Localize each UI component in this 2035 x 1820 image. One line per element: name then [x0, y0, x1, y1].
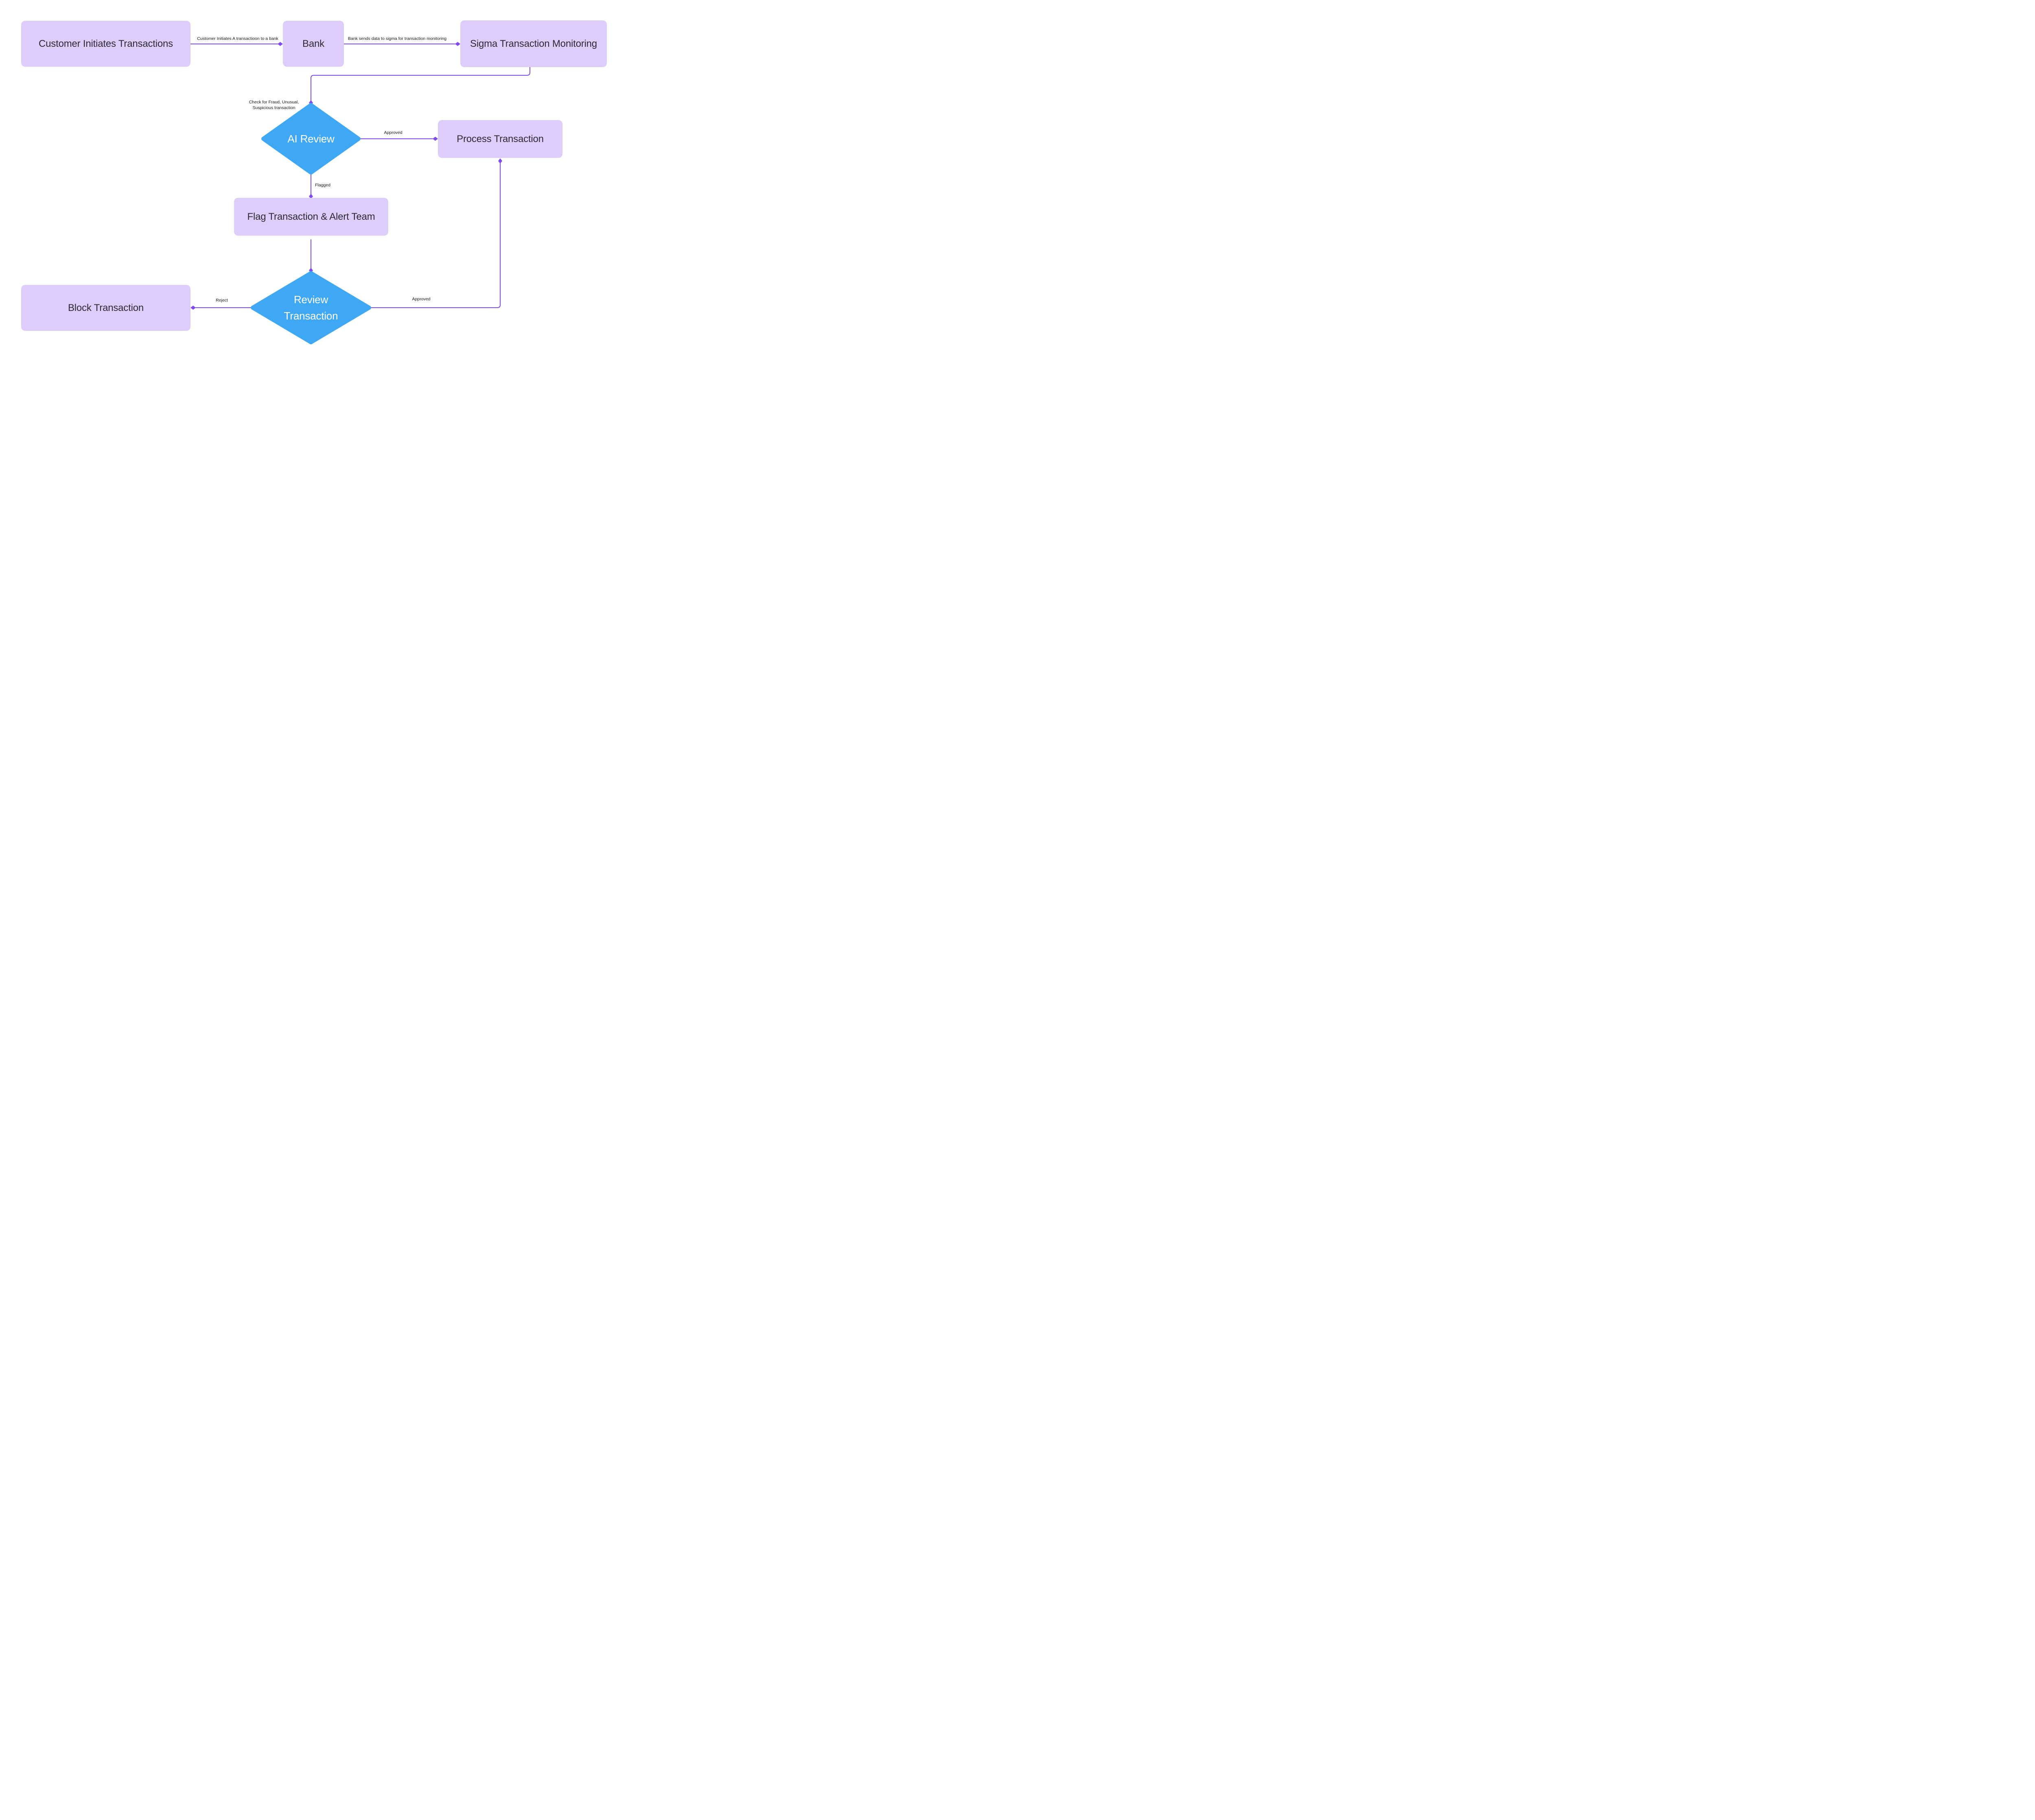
node-block-transaction[interactable]: Block Transaction	[21, 285, 190, 331]
node-customer-initiates-transactions[interactable]: Customer Initiates Transactions	[21, 21, 190, 67]
arrowhead-into-sigma	[455, 42, 460, 46]
edge-label-bank-to-sigma: Bank sends data to sigma for transaction…	[348, 36, 447, 41]
arrowhead-into-flag	[309, 194, 313, 199]
edge-label-check-line1: Check for Fraud, Unusual,	[249, 100, 299, 105]
edge-label-flagged: Flagged	[315, 183, 330, 188]
node-process-transaction[interactable]: Process Transaction	[438, 120, 562, 158]
node-customer-label: Customer Initiates Transactions	[39, 38, 173, 49]
node-flag-alert-label: Flag Transaction & Alert Team	[247, 211, 375, 222]
edge-review-to-process	[370, 163, 501, 308]
node-sigma-label: Sigma Transaction Monitoring	[470, 38, 597, 49]
edge-label-customer-to-bank: Customer Initiates A transactioon to a b…	[197, 36, 278, 41]
node-sigma-transaction-monitoring[interactable]: Sigma Transaction Monitoring	[460, 20, 607, 67]
arrowhead-into-bank	[278, 42, 283, 46]
arrowhead-into-block	[190, 306, 196, 310]
arrowhead-into-process-left	[433, 137, 438, 141]
edge-label-review-approved: Approved	[412, 297, 431, 302]
node-review-transaction-shape[interactable]	[251, 271, 371, 344]
edge-label-ai-approved: Approved	[384, 130, 403, 135]
edge-layer	[190, 42, 530, 344]
edge-label-check-line2: Suspicious transaction	[252, 105, 295, 110]
flowchart-canvas: Customer Initiates Transactions Bank Sig…	[0, 0, 628, 364]
edge-label-check-for-fraud: Check for Fraud, Unusual, Suspicious tra…	[249, 99, 299, 111]
node-bank[interactable]: Bank	[283, 21, 344, 67]
arrowhead-into-process-bottom	[498, 158, 502, 164]
node-bank-label: Bank	[302, 38, 324, 49]
node-flag-transaction-alert-team[interactable]: Flag Transaction & Alert Team	[234, 198, 388, 236]
edge-label-reject: Reject	[216, 298, 228, 303]
edge-sigma-to-ai-review	[311, 67, 530, 101]
node-ai-review-shape[interactable]	[261, 103, 361, 175]
node-block-transaction-label: Block Transaction	[68, 302, 144, 313]
node-process-transaction-label: Process Transaction	[457, 133, 544, 144]
